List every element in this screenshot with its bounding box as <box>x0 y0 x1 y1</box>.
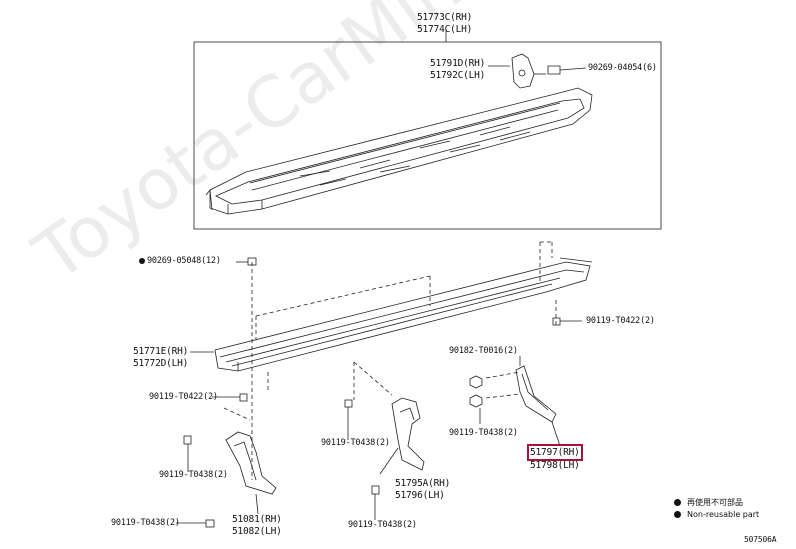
bolt-90269-04054 <box>547 65 587 75</box>
label-51082: 51082(LH) <box>232 526 282 537</box>
non-reusable-dot <box>674 511 681 518</box>
bolt-t0422-right <box>552 317 582 326</box>
label-51791d: 51791D(RH) <box>430 58 486 69</box>
bracket-51081 <box>225 431 277 515</box>
label-51773c: 51773C(RH) <box>417 12 473 23</box>
label-90119-t0438-right: 90119-T0438(2) <box>449 428 518 438</box>
non-reusable-dot <box>139 257 145 264</box>
label-90269-05048-text: 90269-05048(12) <box>147 256 221 266</box>
label-90269-05048: 90269-05048(12) <box>139 256 221 266</box>
label-51796: 51796(LH) <box>395 490 445 501</box>
label-90182-t0016: 90182-T0016(2) <box>449 346 518 356</box>
legend-text-en: Non-reusable part <box>687 510 760 519</box>
label-90119-t0438-bottom-left: 90119-T0438(2) <box>111 518 180 528</box>
legend-row-en: Non-reusable part <box>674 510 759 520</box>
assembly-frame <box>193 41 662 230</box>
non-reusable-dot <box>674 499 681 506</box>
label-51772d: 51772D(LH) <box>133 358 189 369</box>
bolt-t0438-left <box>183 435 192 472</box>
bracket-51797 <box>515 365 561 447</box>
label-90119-t0422-right: 90119-T0422(2) <box>586 316 655 326</box>
label-51081: 51081(RH) <box>232 514 282 525</box>
label-51792c: 51792C(LH) <box>430 70 486 81</box>
label-51797: 51797(RH) <box>527 444 583 461</box>
bracket-51791d <box>488 53 546 89</box>
label-51774c: 51774C(LH) <box>417 24 473 35</box>
legend-row-jp: 再使用不可部品 <box>674 498 743 508</box>
label-90269-04054: 90269-04054(6) <box>588 63 657 73</box>
label-51798: 51798(LH) <box>530 460 580 471</box>
nut-90182 <box>469 375 483 408</box>
bolt-t0422-left <box>212 393 248 402</box>
label-90119-t0438-mid: 90119-T0438(2) <box>321 438 390 448</box>
label-51795a: 51795A(RH) <box>395 478 451 489</box>
legend-text-jp: 再使用不可部品 <box>687 498 743 507</box>
label-90119-t0438-bottom-mid: 90119-T0438(2) <box>348 520 417 530</box>
running-board-upper <box>205 87 593 215</box>
label-90119-t0422-left: 90119-T0422(2) <box>149 392 218 402</box>
label-90119-t0438-left: 90119-T0438(2) <box>159 470 228 480</box>
bolt-t0438-bottom-mid <box>371 485 380 520</box>
bolt-90269-05048 <box>247 257 257 266</box>
bracket-51795a <box>379 397 425 475</box>
running-board-lower <box>214 257 593 372</box>
figure-code: 507506A <box>744 535 777 544</box>
bolt-t0438-middle <box>344 399 353 440</box>
label-51771e: 51771E(RH) <box>133 346 189 357</box>
bolt-t0438-bottom-left <box>176 519 215 528</box>
